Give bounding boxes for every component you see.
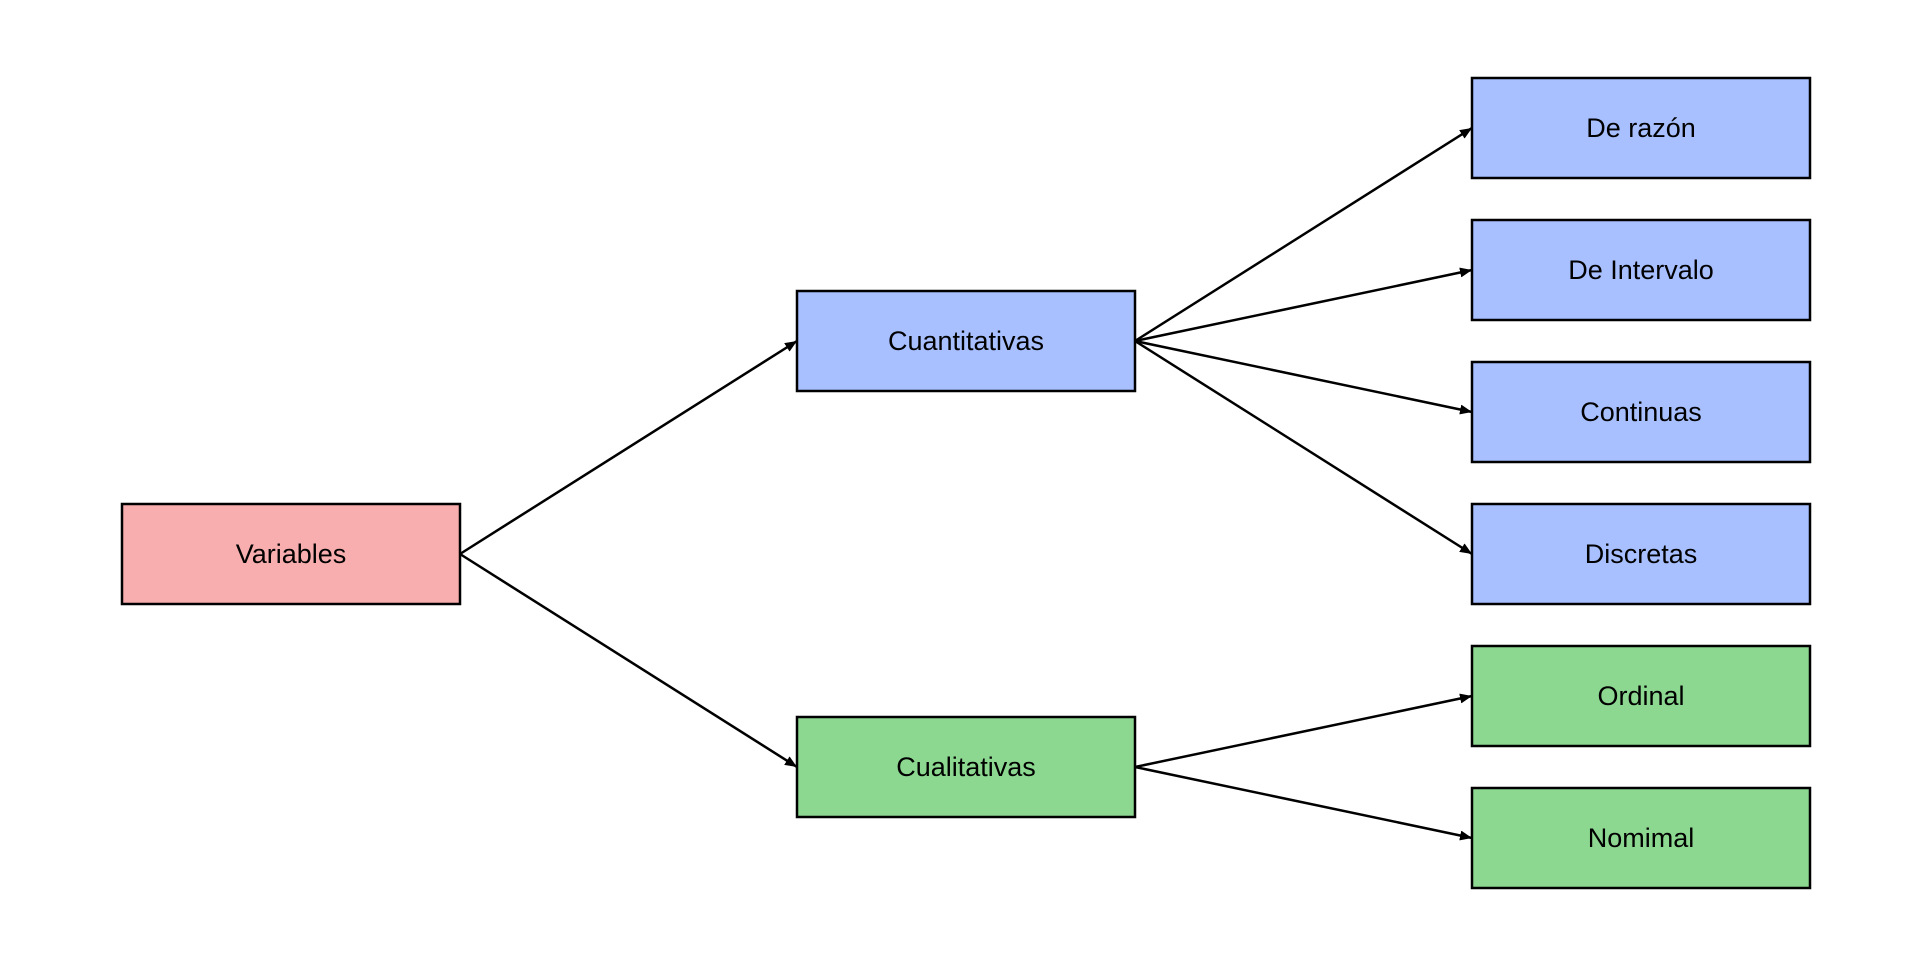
edge-cualitativas-to-ordinal [1134,693,1473,769]
node-box-continuas [1470,360,1812,464]
edge-cuantitativas-to-de-razon [1134,126,1473,343]
node-nomimal: Nomimal [1470,786,1812,890]
node-box-de-razon [1470,76,1812,180]
node-cualitativas: Cualitativas [795,715,1137,819]
node-box-de-intervalo [1470,218,1812,322]
edge-cuantitativas-to-de-intervalo [1134,267,1473,343]
node-label-continuas: Continuas [1580,397,1702,427]
node-continuas: Continuas [1470,360,1812,464]
edge-cuantitativas-to-discretas [1134,339,1473,556]
node-de-intervalo: De Intervalo [1470,218,1812,322]
edges-layer [459,126,1473,841]
node-de-razon: De razón [1470,76,1812,180]
node-label-ordinal: Ordinal [1597,681,1684,711]
node-box-cuantitativas [795,289,1137,393]
edge-variables-to-cualitativas [459,552,798,769]
node-label-discretas: Discretas [1585,539,1698,569]
node-box-discretas [1470,502,1812,606]
node-box-ordinal [1470,644,1812,748]
node-ordinal: Ordinal [1470,644,1812,748]
edge-cualitativas-to-nomimal [1134,765,1473,841]
node-box-cualitativas [795,715,1137,819]
node-label-de-razon: De razón [1586,113,1696,143]
node-label-nomimal: Nomimal [1588,823,1695,853]
node-box-variables [120,502,462,606]
edge-variables-to-cuantitativas [459,339,798,556]
node-label-cualitativas: Cualitativas [896,752,1036,782]
edge-cuantitativas-to-continuas [1134,339,1473,415]
node-label-variables: Variables [236,539,347,569]
node-box-nomimal [1470,786,1812,890]
node-cuantitativas: Cuantitativas [795,289,1137,393]
node-discretas: Discretas [1470,502,1812,606]
node-label-cuantitativas: Cuantitativas [888,326,1044,356]
node-label-de-intervalo: De Intervalo [1568,255,1714,285]
node-variables: Variables [120,502,462,606]
